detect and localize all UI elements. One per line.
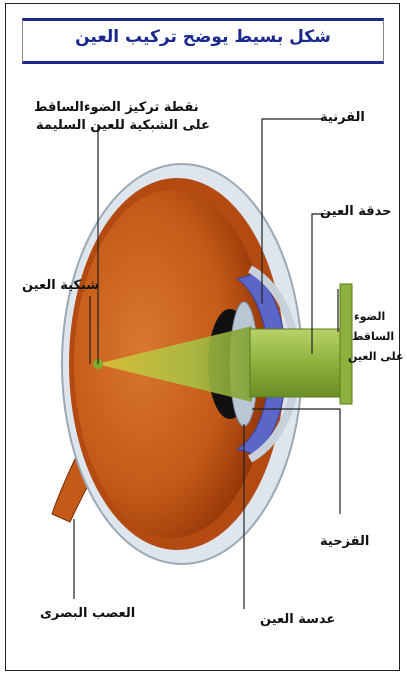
label-retina: شبكية العين: [22, 278, 99, 294]
label-iris: القزحية: [320, 534, 369, 550]
light-source-bar: [340, 284, 352, 404]
label-focus-line1: نقطة تركيز الضوءالساقط: [34, 100, 199, 116]
label-pupil: حدقة العين: [320, 204, 391, 220]
label-focus-line2: على الشبكية للعين السليمة: [36, 118, 210, 134]
label-optic-nerve: العصب البصرى: [40, 606, 135, 622]
label-light-line1: الضوء: [354, 310, 385, 324]
eye-diagram: نقطة تركيز الضوءالساقط على الشبكية للعين…: [22, 64, 384, 668]
incoming-light-shape: [250, 329, 346, 397]
diagram-title: شكل بسيط يوضح تركيب العين: [23, 27, 383, 47]
label-lens: عدسة العين: [260, 612, 335, 628]
label-light-line2: الساقط: [352, 330, 394, 344]
eye-illustration: [22, 64, 384, 668]
title-box: شكل بسيط يوضح تركيب العين: [22, 18, 384, 64]
label-cornea: القرنية: [320, 110, 365, 126]
label-light-line3: على العين: [348, 350, 403, 364]
